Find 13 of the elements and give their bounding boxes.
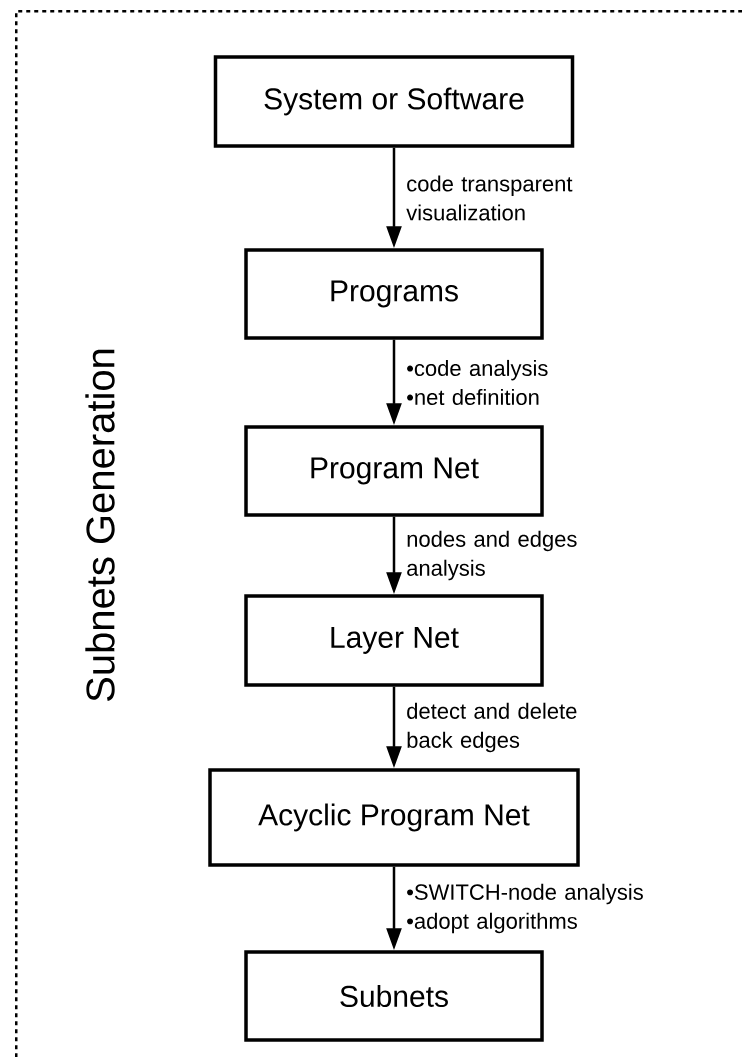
edge-label: detect and delete back edges <box>407 702 577 753</box>
process-box: Subnets <box>244 950 544 1042</box>
edge-label: code transparent visualization <box>406 175 573 221</box>
group-title: Subnets Generation <box>85 349 115 702</box>
process-box: Layer Net <box>244 594 544 687</box>
edge-label: nodes and edges analysis <box>407 530 577 581</box>
process-box: System or Software <box>213 55 575 148</box>
process-box: Acyclic Program Net <box>208 768 580 867</box>
process-box: Programs <box>244 248 544 340</box>
group-frame <box>15 10 742 1057</box>
edge-label: •SWITCH-node analysis •adopt algorithms <box>407 883 643 934</box>
process-box: Program Net <box>244 425 544 517</box>
edge-label: •code analysis •net definition <box>407 359 548 406</box>
